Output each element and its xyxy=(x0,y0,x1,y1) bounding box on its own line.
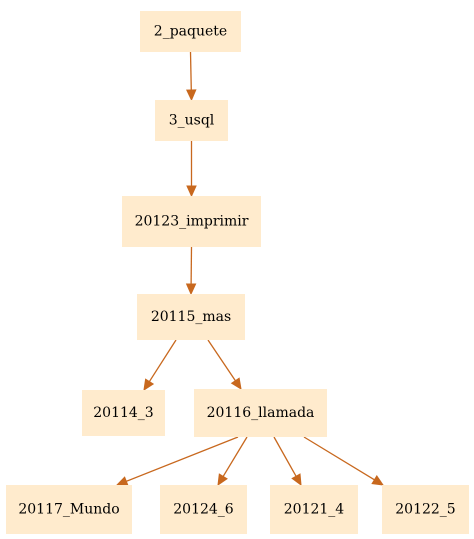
graph-node-20123-imprimir[interactable]: 20123_imprimir xyxy=(122,196,261,247)
edge-line xyxy=(126,436,239,482)
graph-node-label: 20123_imprimir xyxy=(135,214,249,230)
graph-edge-n6-n8 xyxy=(217,436,248,487)
graph-node-label: 20121_4 xyxy=(284,502,345,518)
arrowhead-icon xyxy=(185,283,197,296)
graph-node-20121-4[interactable]: 20121_4 xyxy=(270,485,358,534)
graph-node-20124-6[interactable]: 20124_6 xyxy=(160,485,247,534)
graph-node-2-paquete[interactable]: 2_paquete xyxy=(140,11,241,52)
graph-edge-n2-n3 xyxy=(186,141,197,198)
edge-line xyxy=(303,436,375,481)
arrowhead-icon xyxy=(115,476,129,487)
arrowhead-icon xyxy=(186,89,197,102)
graph-node-label: 20115_mas xyxy=(151,309,231,325)
nodes-layer: 2_paquete 3_usql 20123_imprimir 20115_ma… xyxy=(6,11,469,534)
graph-edge-n1-n2 xyxy=(186,51,197,102)
graph-edge-n4-n5 xyxy=(143,339,177,392)
graph-node-3-usql[interactable]: 3_usql xyxy=(155,100,228,141)
edge-line xyxy=(207,339,236,382)
edges-layer xyxy=(115,51,385,487)
arrowhead-icon xyxy=(186,185,197,198)
graph-node-label: 20117_Mundo xyxy=(18,502,119,518)
arrowhead-icon xyxy=(217,473,228,487)
graph-node-label: 3_usql xyxy=(169,113,215,129)
arrowhead-icon xyxy=(230,377,242,391)
graph-edge-n4-n6 xyxy=(207,339,242,391)
arrowhead-icon xyxy=(291,473,302,487)
graph-node-20114-3[interactable]: 20114_3 xyxy=(82,390,165,436)
graph-edge-n3-n4 xyxy=(185,246,197,296)
graph-edge-n6-n10 xyxy=(303,436,385,486)
graph-node-20115-mas[interactable]: 20115_mas xyxy=(137,294,245,340)
edge-line xyxy=(222,436,248,477)
edge-line xyxy=(148,339,177,382)
graph-node-label: 20124_6 xyxy=(173,502,234,518)
graph-node-label: 20114_3 xyxy=(93,405,153,421)
edge-line xyxy=(273,436,297,477)
arrowhead-icon xyxy=(371,475,385,486)
edge-line xyxy=(189,51,192,91)
graph-node-20116-llamada[interactable]: 20116_llamada xyxy=(194,389,327,437)
graph-node-label: 20122_5 xyxy=(395,502,455,518)
graph-node-label: 20116_llamada xyxy=(207,405,315,421)
graph-edge-n6-n9 xyxy=(273,436,302,487)
graph-node-20122-5[interactable]: 20122_5 xyxy=(382,485,469,534)
graph-node-label: 2_paquete xyxy=(154,24,227,40)
graph-node-20117-mundo[interactable]: 20117_Mundo xyxy=(6,485,132,534)
arrowhead-icon xyxy=(143,378,155,392)
